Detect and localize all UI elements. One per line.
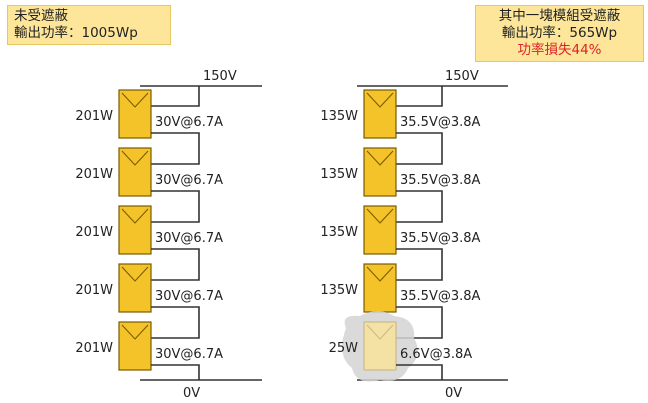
right-string-power-label-2: 135W [320, 167, 358, 182]
right-string-top-lead [396, 86, 443, 107]
left-string-series-wire-1 [151, 132, 200, 165]
left-string-solar-panel-4 [118, 263, 152, 313]
right-string-series-wire-4 [396, 306, 443, 339]
right-string-solar-panel-4 [363, 263, 397, 313]
right-string-series-wire-2 [396, 190, 443, 223]
right-string-power-label-3: 135W [320, 225, 358, 240]
left-string-bottom-voltage-label: 0V [183, 386, 200, 401]
left-string-panel-diode-mark-3 [121, 208, 149, 224]
right-string-bottom-lead [396, 364, 443, 380]
left-string-series-wire-2 [151, 190, 200, 223]
left-string-power-label-3: 201W [75, 225, 113, 240]
right-string-series-wire-3 [396, 248, 443, 281]
right-string-power-label-4: 135W [320, 283, 358, 298]
right-string-panel-diode-mark-4 [366, 266, 394, 282]
left-string-top-lead [151, 86, 200, 107]
left-string-solar-panel-2 [118, 147, 152, 197]
right-string-vi-label-1: 35.5V@3.8A [400, 115, 481, 130]
shaded-title-box: 其中一塊模組受遮蔽 輸出功率：565Wp 功率損失44% [475, 5, 644, 62]
left-string-power-label-4: 201W [75, 283, 113, 298]
left-string-panel-diode-mark-4 [121, 266, 149, 282]
right-string-panel-diode-mark-5 [366, 324, 394, 340]
power-loss-label: 功率損失44% [517, 42, 602, 58]
right-string-vi-label-2: 35.5V@3.8A [400, 173, 481, 188]
right-string-power-label-5: 25W [329, 341, 359, 356]
left-string-bottom-lead [151, 364, 200, 380]
right-string-solar-panel-3 [363, 205, 397, 255]
right-string-vi-label-5: 6.6V@3.8A [400, 347, 472, 362]
right-string-vi-label-4: 35.5V@3.8A [400, 289, 481, 304]
left-string-series-wire-4 [151, 306, 200, 339]
left-string-panel-diode-mark-1 [121, 92, 149, 108]
left-string-vi-label-4: 30V@6.7A [155, 289, 223, 304]
left-string-series-wire-3 [151, 248, 200, 281]
right-string-bottom-voltage-label: 0V [445, 386, 462, 401]
left-string-panel-diode-mark-5 [121, 324, 149, 340]
left-string-top-voltage-label: 150V [203, 69, 237, 84]
right-string-panel-diode-mark-1 [366, 92, 394, 108]
right-string-solar-panel-2 [363, 147, 397, 197]
right-string-power-label-1: 135W [320, 109, 358, 124]
shaded-output: 輸出功率：565Wp [501, 25, 618, 41]
left-string-vi-label-3: 30V@6.7A [155, 231, 223, 246]
right-string-solar-panel-1 [363, 89, 397, 139]
left-string-power-label-5: 201W [75, 341, 113, 356]
left-string-vi-label-5: 30V@6.7A [155, 347, 223, 362]
right-string-panel-diode-mark-3 [366, 208, 394, 224]
left-string-vi-label-1: 30V@6.7A [155, 115, 223, 130]
left-string-power-label-1: 201W [75, 109, 113, 124]
left-string-panel-diode-mark-2 [121, 150, 149, 166]
unshaded-title: 未受遮蔽 [14, 8, 68, 24]
left-string-power-label-2: 201W [75, 167, 113, 182]
right-string-panel-diode-mark-2 [366, 150, 394, 166]
unshaded-output: 輸出功率：1005Wp [14, 25, 138, 41]
right-string-top-voltage-label: 150V [445, 69, 479, 84]
right-string-solar-panel-5 [363, 321, 397, 371]
left-string-solar-panel-5 [118, 321, 152, 371]
right-string-series-wire-1 [396, 132, 443, 165]
unshaded-title-box: 未受遮蔽 輸出功率：1005Wp [7, 5, 171, 45]
left-string-solar-panel-1 [118, 89, 152, 139]
left-string-vi-label-2: 30V@6.7A [155, 173, 223, 188]
shaded-title: 其中一塊模組受遮蔽 [498, 8, 621, 24]
left-string-solar-panel-3 [118, 205, 152, 255]
right-string-vi-label-3: 35.5V@3.8A [400, 231, 481, 246]
